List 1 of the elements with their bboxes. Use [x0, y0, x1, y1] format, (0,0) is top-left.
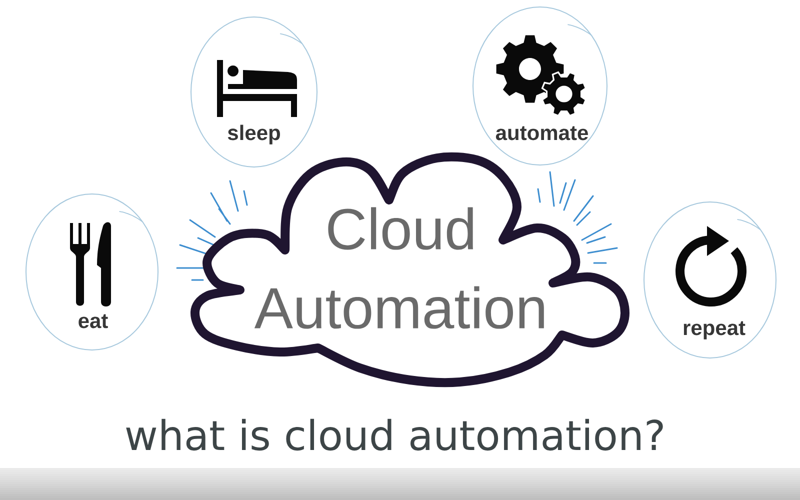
caption: what is cloud automation? [126, 418, 663, 451]
